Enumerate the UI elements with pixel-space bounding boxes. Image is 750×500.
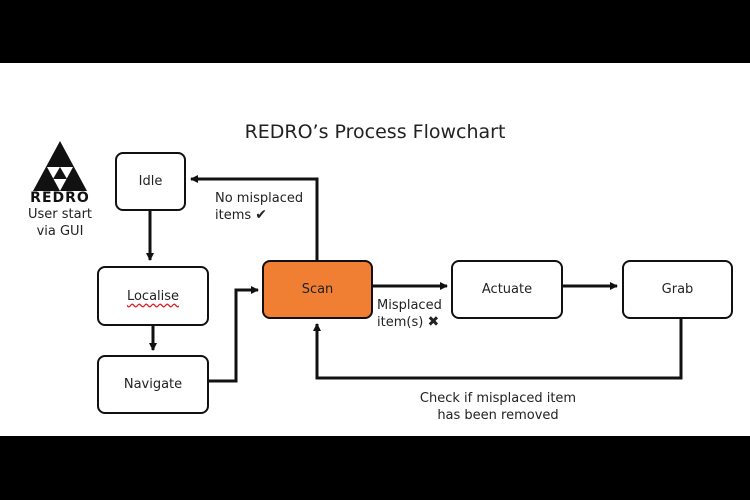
node-navigate-label: Navigate [123,377,183,392]
no-misplaced-text: No misplaced items [215,191,304,223]
edge-label-check-removed: Check if misplaced item has been removed [398,390,598,424]
diagram-title: REDRO’s Process Flowchart [244,121,506,143]
misplaced-text: Misplaced item(s) [377,298,442,330]
check-icon: ✔ [255,207,268,223]
cross-icon: ✖ [427,314,440,330]
node-scan-label: Scan [301,282,334,297]
node-actuate: Actuate [451,260,563,319]
triforce-logo-icon [33,141,87,191]
node-actuate-label: Actuate [481,282,533,297]
node-navigate: Navigate [97,355,209,414]
brand-caption: User start via GUI [27,207,93,239]
node-localise: Localise [97,266,209,326]
brand-block: REDRO User start via GUI [18,141,102,240]
node-idle: Idle [115,152,186,211]
edge-navigate-scan [208,286,259,383]
node-idle-label: Idle [138,174,163,189]
check-removed-line2: has been removed [437,408,559,423]
edge-grab-scan [313,319,683,380]
check-removed-line1: Check if misplaced item [419,391,577,406]
node-grab: Grab [622,260,733,319]
edge-label-no-misplaced: No misplaced items ✔ [215,190,315,224]
node-localise-label: Localise [126,288,180,304]
edge-scan-idle [190,175,319,260]
brand-name: REDRO [30,190,90,206]
node-grab-label: Grab [661,282,694,297]
edge-label-misplaced: Misplaced item(s) ✖ [377,297,452,331]
node-scan: Scan [262,260,373,319]
